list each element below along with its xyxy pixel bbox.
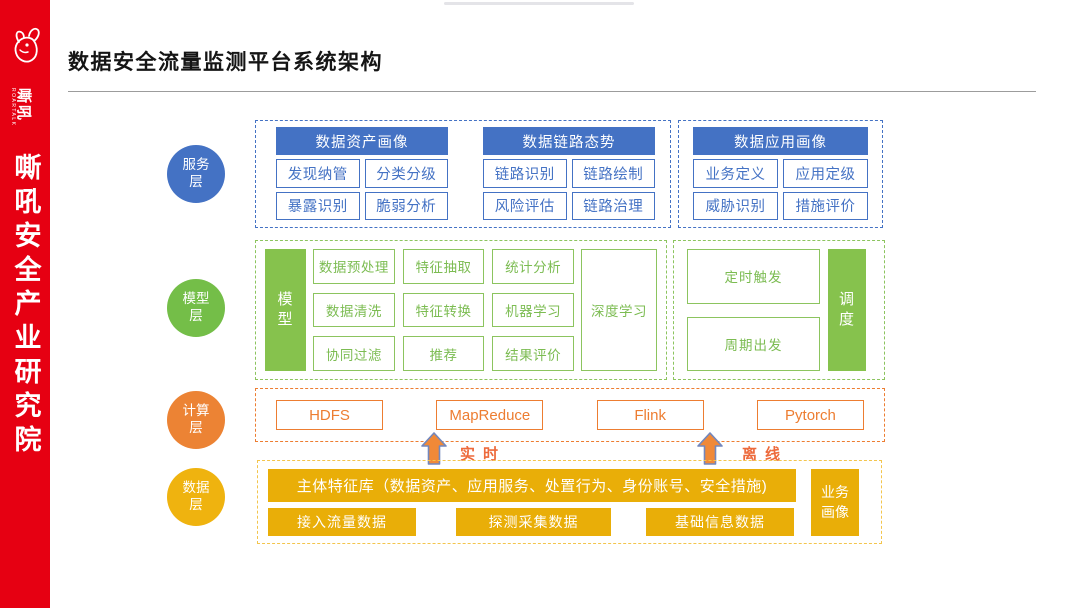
model-layer-container-left: 模型 数据预处理 特征抽取 统计分析 数据清洗 特征转换 机器学习 协同过滤 推… — [255, 240, 667, 380]
model-layer-circle: 模型层 — [167, 279, 225, 337]
group-header: 数据应用画像 — [693, 127, 868, 155]
title-divider — [68, 91, 1036, 92]
group-header: 数据链路态势 — [483, 127, 655, 155]
compute-box-pytorch: Pytorch — [756, 400, 864, 430]
service-cell: 风险评估 — [483, 191, 567, 220]
roartalk-fox-logo-icon — [14, 27, 40, 63]
group-header: 数据资产画像 — [276, 127, 448, 155]
compute-box-mapreduce: MapReduce — [436, 400, 544, 430]
service-cell: 链路绘制 — [571, 159, 655, 188]
compute-box-flink: Flink — [596, 400, 704, 430]
service-group-data-link: 数据链路态势 链路识别 链路绘制 风险评估 链路治理 — [483, 127, 655, 220]
compute-layer-circle: 计算层 — [167, 391, 225, 449]
schedule-box: 周期出发 — [687, 316, 820, 371]
up-arrow-icon — [421, 432, 447, 465]
model-grid: 数据预处理 特征抽取 统计分析 数据清洗 特征转换 机器学习 协同过滤 推荐 结… — [313, 249, 574, 371]
service-cell: 应用定级 — [783, 159, 868, 188]
service-cell: 链路治理 — [571, 191, 655, 220]
service-group-data-app: 数据应用画像 业务定义 应用定级 威胁识别 措施评价 — [693, 127, 868, 220]
model-layer-container-right: 定时触发 周期出发 调度 — [673, 240, 885, 380]
service-group-data-asset: 数据资产画像 发现纳管 分类分级 暴露识别 脆弱分析 — [276, 127, 448, 220]
model-cell: 特征转换 — [402, 292, 485, 328]
model-cell: 机器学习 — [492, 292, 574, 328]
page-title: 数据安全流量监测平台系统架构 — [68, 51, 383, 74]
model-cell: 协同过滤 — [313, 336, 395, 371]
group-cells: 业务定义 应用定级 威胁识别 措施评价 — [693, 159, 868, 220]
data-layer-container: 主体特征库（数据资产、应用服务、处置行为、身份账号、安全措施) 接入流量数据 探… — [257, 460, 882, 544]
top-edge-artifact — [444, 2, 634, 5]
service-cell: 链路识别 — [483, 159, 567, 188]
model-cell: 数据清洗 — [313, 292, 395, 328]
group-cells: 链路识别 链路绘制 风险评估 链路治理 — [483, 159, 655, 220]
data-box-basic-info: 基础信息数据 — [646, 508, 794, 536]
service-cell: 业务定义 — [693, 159, 778, 188]
group-cells: 发现纳管 分类分级 暴露识别 脆弱分析 — [276, 159, 448, 220]
compute-box-hdfs: HDFS — [276, 400, 383, 430]
data-box-probe: 探测采集数据 — [456, 508, 611, 536]
model-cell: 推荐 — [402, 336, 485, 371]
service-layer-container-left: 数据资产画像 发现纳管 分类分级 暴露识别 脆弱分析 数据链路态势 链路识别 链… — [255, 120, 671, 228]
deep-learning-box: 深度学习 — [581, 249, 657, 371]
service-cell: 威胁识别 — [693, 191, 778, 220]
schedule-boxes: 定时触发 周期出发 — [687, 249, 820, 371]
org-name-vertical: 嘶吼安全产业研究院 — [10, 153, 41, 459]
feature-library-box: 主体特征库（数据资产、应用服务、处置行为、身份账号、安全措施) — [268, 469, 796, 502]
model-cell: 结果评价 — [492, 336, 574, 371]
brand-sidebar: 嘶吼 ROARTALK 嘶吼安全产业研究院 — [0, 0, 50, 608]
business-portrait-box: 业务画像 — [811, 469, 859, 536]
schedule-box: 定时触发 — [687, 249, 820, 304]
flow-label-offline: 离线 — [742, 446, 789, 463]
service-cell: 脆弱分析 — [364, 191, 448, 220]
up-arrow-icon — [697, 432, 723, 465]
service-cell: 暴露识别 — [276, 191, 360, 220]
service-cell: 措施评价 — [783, 191, 868, 220]
data-layer-circle: 数据层 — [167, 468, 225, 526]
service-layer-circle: 服务层 — [167, 145, 225, 203]
model-cell: 数据预处理 — [313, 249, 395, 284]
service-cell: 分类分级 — [364, 159, 448, 188]
model-cell: 特征抽取 — [402, 249, 485, 284]
compute-layer-container: HDFS MapReduce Flink Pytorch — [255, 388, 885, 442]
data-box-traffic: 接入流量数据 — [268, 508, 416, 536]
service-cell: 发现纳管 — [276, 159, 360, 188]
model-side-label: 模型 — [265, 249, 306, 371]
service-layer-container-right: 数据应用画像 业务定义 应用定级 威胁识别 措施评价 — [678, 120, 883, 228]
flow-label-realtime: 实时 — [460, 446, 507, 463]
model-cell: 统计分析 — [492, 249, 574, 284]
schedule-side-label: 调度 — [828, 249, 866, 371]
